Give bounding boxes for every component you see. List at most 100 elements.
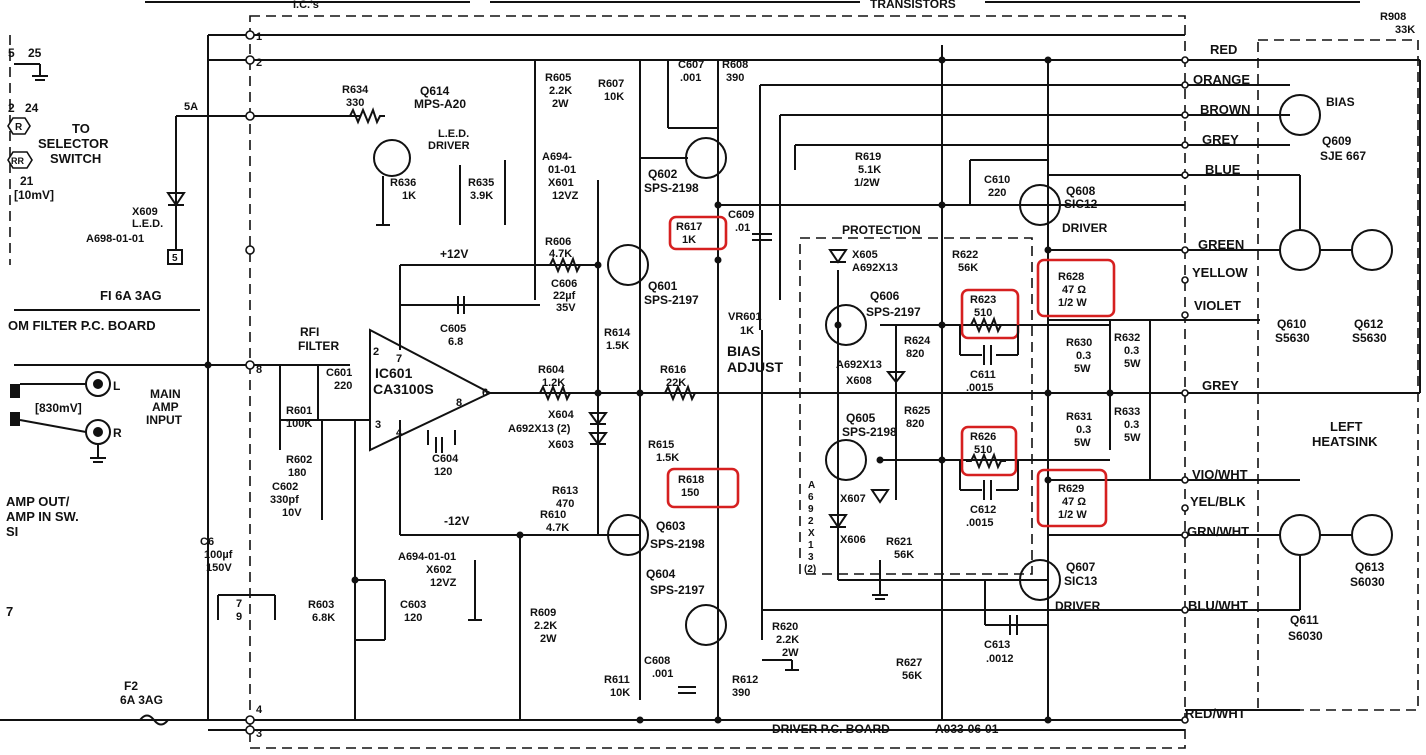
q608-type: SIC12: [1064, 197, 1098, 211]
q607-role: DRIVER: [1055, 599, 1101, 613]
r633-value: 0.3: [1124, 419, 1139, 431]
header: I.C.'s TRANSISTORS R908 33K: [145, 0, 1415, 36]
r636-ref: R636: [390, 177, 416, 189]
c610-value: 220: [988, 187, 1006, 199]
r611-value: 10K: [610, 687, 630, 699]
c612-value: .0015: [966, 517, 994, 529]
r617-highlight: [668, 215, 728, 251]
q608-ref: Q608: [1066, 184, 1096, 198]
r609-ref: R609: [530, 607, 556, 619]
r601-value: 100K: [286, 418, 312, 430]
wire-vio-wht: VIO/WHT: [1192, 467, 1248, 482]
plus12v: +12V: [440, 247, 468, 261]
r634-ref: R634: [342, 84, 369, 96]
ic601-ref: IC601: [375, 365, 413, 381]
r618-ref: R618: [678, 474, 704, 486]
r628-power: 1/2 W: [1058, 297, 1087, 309]
ic-pin-3: 3: [375, 419, 381, 431]
r624-value: 820: [906, 348, 924, 360]
q607-ref: Q607: [1066, 560, 1096, 574]
ic-pin-6: 6: [482, 387, 488, 399]
led-driver-2: DRIVER: [428, 140, 470, 152]
a692-v8: (2): [804, 564, 816, 575]
led-driver-1: L.E.D.: [438, 128, 469, 140]
r608-value: 390: [726, 72, 744, 84]
wire-green: GREEN: [1198, 237, 1244, 252]
c608-value: .001: [652, 668, 673, 680]
x608-ref: X608: [846, 375, 872, 387]
main-amp-3: INPUT: [146, 413, 183, 427]
r630-power: 5W: [1074, 363, 1091, 375]
f2-ref: F2: [124, 679, 138, 693]
a692-v6: 1: [808, 540, 814, 551]
q614-ref: Q614: [420, 84, 450, 98]
r626-ref: R626: [970, 431, 996, 443]
r629-ref: R629: [1058, 483, 1084, 495]
r609-power: 2W: [540, 633, 557, 645]
r626-highlight: [960, 425, 1018, 477]
a692-v3: 9: [808, 504, 814, 515]
c6-volt: 150V: [206, 562, 232, 574]
q607-type: SIC13: [1064, 574, 1098, 588]
c607-ref: C607: [678, 59, 704, 71]
ic-pin-4: 4: [396, 427, 403, 439]
jack-r-label: R: [113, 426, 122, 440]
q609-ref: Q609: [1322, 134, 1352, 148]
c603-ref: C603: [400, 599, 426, 611]
x606-ref: X606: [840, 534, 866, 546]
x609-type: L.E.D.: [132, 218, 163, 230]
c6-ref: C6: [200, 536, 214, 548]
left-heatsink-1: LEFT: [1330, 419, 1363, 434]
amp-out-3: SI: [6, 524, 18, 539]
c610-ref: C610: [984, 174, 1010, 186]
to-selector-1: TO: [72, 121, 90, 136]
header-transistors: TRANSISTORS: [870, 0, 956, 11]
wire-labels: RED ORANGE BROWN GREY BLUE GREEN YELLOW …: [1181, 42, 1251, 724]
r605-power: 2W: [552, 98, 569, 110]
c603-value: 120: [404, 612, 422, 624]
output-section: R628 47 Ω 1/2 W R630 0.3 5W R632 0.3 5W …: [1036, 94, 1393, 643]
wire-red: RED: [1210, 42, 1237, 57]
r627-value: 56K: [902, 670, 922, 682]
r623-highlight: [960, 288, 1020, 340]
r635-ref: R635: [468, 177, 494, 189]
x607-ref: X607: [840, 493, 866, 505]
left-edge: 5 25 2 24 R RR 21 [10mV] TO SELECTOR SWI…: [6, 46, 183, 619]
x605-type: A692X13: [852, 262, 898, 274]
c606-value: 22µf: [553, 290, 576, 302]
r602-value: 180: [288, 467, 306, 479]
c613-ref: C613: [984, 639, 1010, 651]
q610-ref: Q610: [1277, 317, 1307, 331]
x602-part: A694-01-01: [398, 551, 456, 563]
r622-ref: R622: [952, 249, 978, 261]
left-heatsink-2: HEATSINK: [1312, 434, 1378, 449]
r612-ref: R612: [732, 674, 758, 686]
r608-ref: R608: [722, 59, 748, 71]
q602-transistor: [685, 137, 727, 179]
c613-value: .0012: [986, 653, 1014, 665]
r632-power: 5W: [1124, 358, 1141, 370]
q601-q602-section: R605 2.2K 2W R607 10K C607 .001 R608 390…: [120, 59, 799, 726]
a694-top-4: 12VZ: [552, 190, 579, 202]
q608-transistor: [1019, 184, 1061, 226]
c601-ref: C601: [326, 367, 352, 379]
amp-out-1: AMP OUT/: [6, 494, 70, 509]
protection-label: PROTECTION: [842, 223, 921, 237]
x603-ref: X603: [548, 439, 574, 451]
c607-value: .001: [680, 72, 701, 84]
a694-top-2: 01-01: [548, 164, 576, 176]
a692-v2: 6: [808, 492, 814, 503]
r603-ref: R603: [308, 599, 334, 611]
tag-r: R: [15, 122, 23, 133]
q612-transistor: [1351, 229, 1393, 271]
r611-ref: R611: [604, 674, 630, 686]
r620-ref: R620: [772, 621, 798, 633]
q611-type: S6030: [1288, 629, 1323, 643]
q606-ref: Q606: [870, 289, 900, 303]
r613-ref: R613: [552, 485, 578, 497]
c608-ref: C608: [644, 655, 670, 667]
vr601-value: 1K: [740, 325, 754, 337]
r625-value: 820: [906, 418, 924, 430]
x602-ref: X602: [426, 564, 452, 576]
c602-value: 330pf: [270, 494, 299, 506]
